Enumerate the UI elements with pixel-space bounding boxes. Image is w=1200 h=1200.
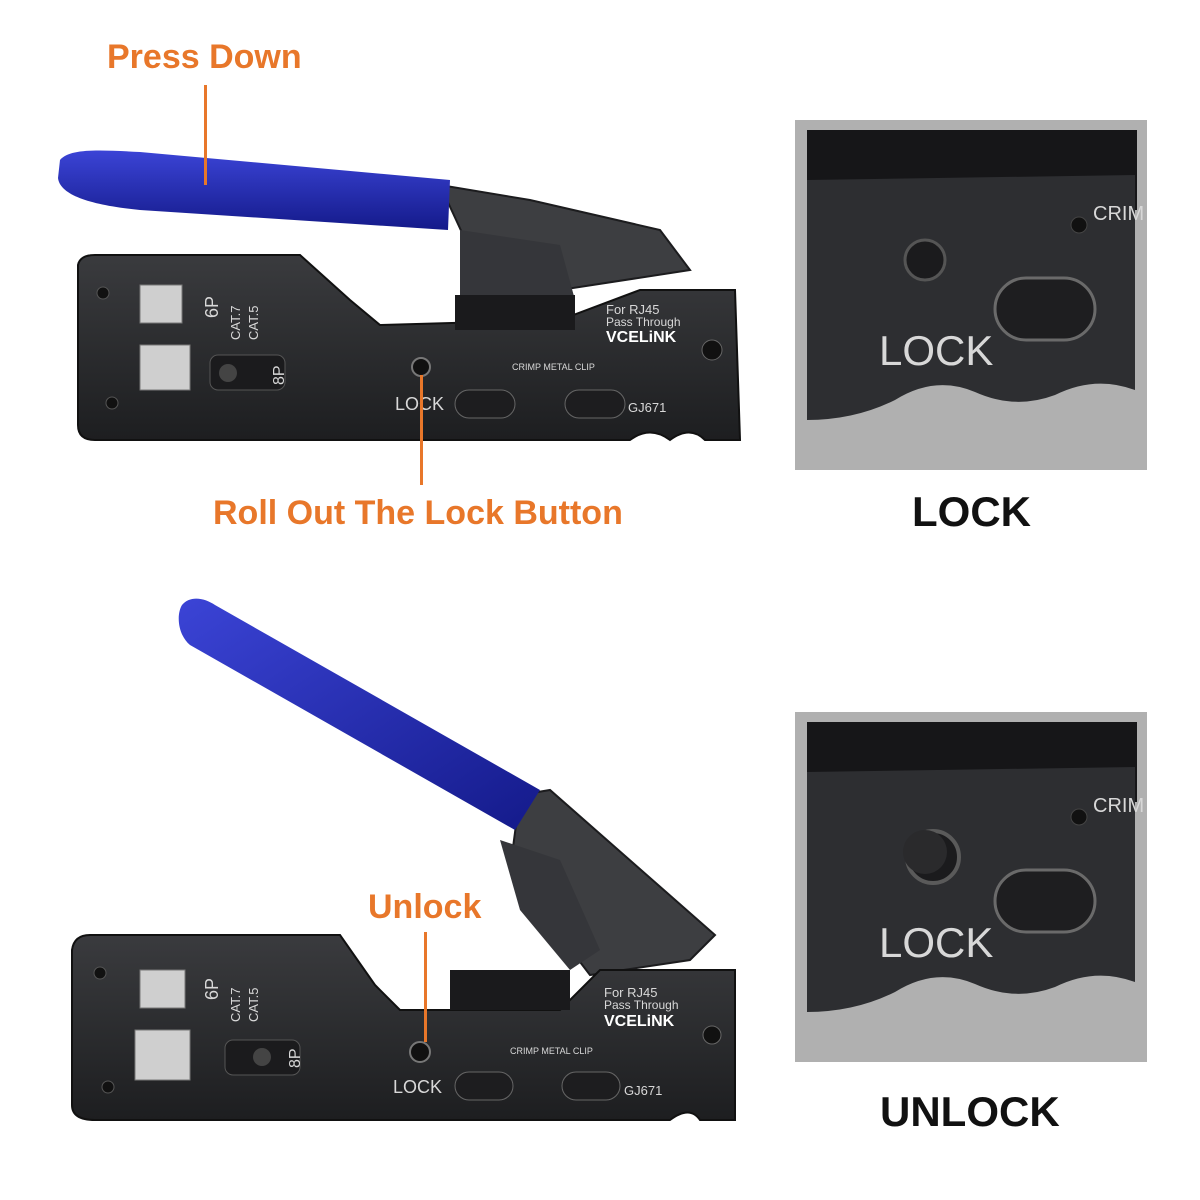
- oval-button-left: [454, 389, 516, 419]
- screw: [96, 286, 110, 300]
- oval-button-right: [564, 389, 626, 419]
- label-for-rj45: For RJ45: [604, 985, 657, 1000]
- label-pass-through: Pass Through: [604, 998, 679, 1012]
- crimp-cavity-open: [450, 970, 570, 1010]
- oval-button-left: [454, 1071, 514, 1101]
- brand-logo-text: VCELiNK: [604, 1013, 675, 1030]
- label-for-rj45: For RJ45: [606, 302, 659, 317]
- slider-knob: [253, 1048, 271, 1066]
- lock-closeup-graphic: LOCK CRIM: [807, 130, 1144, 420]
- inset-unlock-closeup: LOCK CRIM: [795, 712, 1147, 1062]
- closeup-body: [807, 175, 1135, 420]
- caption-lock: LOCK: [912, 488, 1031, 535]
- screw: [701, 339, 723, 361]
- label-cat7: CAT.7: [228, 988, 243, 1022]
- label-lock: LOCK: [393, 1077, 442, 1097]
- closeup-label-lock: LOCK: [879, 327, 993, 374]
- screw: [101, 1080, 115, 1094]
- closeup-body: [807, 767, 1135, 1012]
- closeup-label-crimp: CRIM: [1093, 795, 1144, 817]
- jaw-upper-open: [500, 840, 600, 970]
- crimper-tool-unlocked-graphic: For RJ45 Pass Through VCELiNK LOCK CRIMP…: [71, 598, 736, 1121]
- leader-line-unlock: [424, 932, 427, 1042]
- label-6p: 6P: [202, 978, 222, 1000]
- brand-logo-text: VCELiNK: [606, 329, 677, 346]
- socket-8p: [134, 1029, 191, 1081]
- label-cat5: CAT.5: [246, 988, 261, 1022]
- label-crimp-metal-clip: CRIMP METAL CLIP: [512, 362, 595, 372]
- leader-line-lock-button: [420, 375, 423, 485]
- socket-8p: [139, 344, 191, 391]
- label-crimp-metal-clip: CRIMP METAL CLIP: [510, 1046, 593, 1056]
- callout-press-down: Press Down: [107, 38, 302, 76]
- callout-unlock: Unlock: [368, 888, 482, 926]
- label-8p: 8P: [287, 1048, 304, 1068]
- screw: [105, 396, 119, 410]
- closeup-label-lock: LOCK: [879, 919, 993, 966]
- label-cat5: CAT.5: [246, 306, 261, 340]
- tool-photo-unlocked: For RJ45 Pass Through VCELiNK LOCK CRIMP…: [0, 590, 760, 1150]
- label-model: GJ671: [628, 400, 666, 415]
- callout-roll-out-lock: Roll Out The Lock Button: [213, 494, 623, 532]
- blue-handle-grip-raised: [178, 598, 540, 830]
- lock-button-out: [409, 1041, 431, 1063]
- label-cat7: CAT.7: [228, 306, 243, 340]
- leader-line-press-down: [204, 85, 207, 185]
- blue-handle-grip: [58, 150, 450, 230]
- closeup-indicator: [1070, 808, 1088, 826]
- label-lock: LOCK: [395, 394, 444, 414]
- closeup-oval-button: [993, 276, 1097, 342]
- socket-6p: [139, 284, 183, 324]
- screw: [93, 966, 107, 980]
- crimper-tool-locked-graphic: For RJ45 Pass Through VCELiNK LOCK CRIMP…: [58, 150, 742, 442]
- label-6p: 6P: [202, 296, 222, 318]
- lock-button: [411, 357, 431, 377]
- closeup-indicator: [1070, 216, 1088, 234]
- closeup-label-crimp: CRIM: [1093, 203, 1144, 225]
- screw: [702, 1025, 722, 1045]
- oval-button-right: [561, 1071, 621, 1101]
- label-pass-through: Pass Through: [606, 315, 681, 329]
- label-8p: 8P: [271, 365, 288, 385]
- socket-6p: [139, 969, 186, 1009]
- unlock-closeup-graphic: LOCK CRIM: [807, 722, 1144, 1012]
- closeup-lock-button-in: [903, 238, 947, 282]
- crimp-cavity: [455, 295, 575, 330]
- closeup-oval-button: [993, 868, 1097, 934]
- caption-unlock: UNLOCK: [880, 1088, 1060, 1135]
- inset-lock-closeup: LOCK CRIM: [795, 120, 1147, 470]
- jaw-upper: [460, 230, 575, 300]
- closeup-lock-button-highlight: [903, 830, 947, 874]
- slider-knob: [219, 364, 237, 382]
- tool-photo-locked: For RJ45 Pass Through VCELiNK LOCK CRIMP…: [0, 0, 760, 460]
- label-model: GJ671: [624, 1083, 662, 1098]
